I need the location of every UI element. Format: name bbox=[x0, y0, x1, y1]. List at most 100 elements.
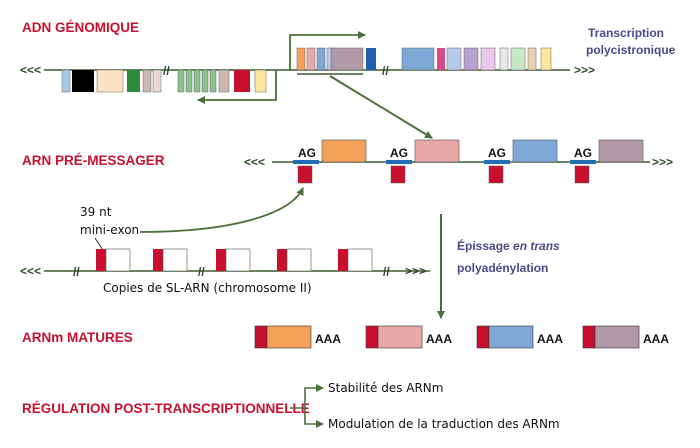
gene-box bbox=[193, 69, 201, 93]
mature-orange-body bbox=[266, 325, 312, 349]
outcome-stability: Stabilité des ARNm bbox=[328, 381, 443, 395]
genomic-right-chevrons: >>> bbox=[574, 63, 595, 77]
sl-mini-exon-box bbox=[574, 165, 590, 184]
gene-box bbox=[152, 69, 162, 93]
gene-blue-box bbox=[512, 139, 558, 163]
sl-white-part bbox=[225, 248, 251, 272]
genomic-to-premrna-arrow bbox=[329, 75, 433, 139]
poly-a-tail: AAA bbox=[643, 332, 669, 346]
mature-mauve-body bbox=[594, 325, 640, 349]
gene-box bbox=[185, 69, 193, 93]
gene-box bbox=[316, 47, 326, 71]
gene-mauve-box bbox=[598, 139, 644, 163]
mature-mrna-3: AAA bbox=[476, 325, 563, 349]
gene-box bbox=[401, 47, 435, 71]
gene-box bbox=[177, 69, 185, 93]
poly-a-tail: AAA bbox=[537, 332, 563, 346]
label-pre-messenger-rna: ARN PRÉ-MESSAGER bbox=[22, 153, 165, 168]
gene-box bbox=[330, 47, 364, 71]
sl-break-mark-2: // bbox=[198, 265, 205, 279]
gene-box bbox=[254, 69, 267, 93]
mature-sl-cap bbox=[254, 325, 268, 349]
gene-box bbox=[527, 47, 537, 71]
stability-branch-arrow bbox=[290, 384, 324, 409]
ag-site-label: AG bbox=[488, 146, 506, 160]
ag-site-label: AG bbox=[390, 146, 408, 160]
label-genomic-dna: ADN GÉNOMIQUE bbox=[22, 20, 139, 35]
splicing-label-line2: polyadénylation bbox=[457, 261, 548, 275]
transcription-label-line2: polycistronique bbox=[586, 43, 676, 57]
genomic-break-mark-1: // bbox=[163, 64, 170, 78]
gene-pink-box bbox=[414, 139, 460, 163]
mature-mrna-1: AAA bbox=[254, 325, 341, 349]
sl-red-part bbox=[153, 249, 163, 271]
genomic-left-chevrons: <<< bbox=[20, 63, 41, 77]
gene-orange-box bbox=[321, 139, 367, 163]
gene-box bbox=[306, 47, 316, 71]
gene-box bbox=[209, 69, 217, 93]
sl-white-part bbox=[347, 248, 373, 272]
gene-box bbox=[218, 69, 230, 93]
label-post-transcriptional-regulation: RÉGULATION POST-TRANSCRIPTIONNELLE bbox=[22, 401, 310, 416]
mature-mrna-2: AAA bbox=[365, 325, 452, 349]
sl-break-mark-3: // bbox=[383, 265, 390, 279]
splicing-label-line1: Épissage en trans bbox=[457, 238, 560, 253]
translation-branch-arrow bbox=[304, 408, 324, 428]
poly-a-tail: AAA bbox=[315, 332, 341, 346]
gene-box bbox=[499, 47, 509, 71]
mature-sl-cap bbox=[365, 325, 379, 349]
sl-red-part bbox=[216, 249, 226, 271]
mini-exon-label: mini-exon bbox=[80, 223, 139, 237]
premrna-unit-2: AG bbox=[386, 139, 460, 184]
sl-right-chevrons: >>> bbox=[405, 264, 426, 278]
gene-box bbox=[127, 70, 140, 92]
gene-box bbox=[72, 70, 94, 92]
ag-site-label: AG bbox=[298, 146, 316, 160]
ag-site-label: AG bbox=[574, 146, 592, 160]
mini-exon-pointer-line bbox=[94, 237, 104, 251]
gene-box bbox=[366, 48, 376, 70]
splice-acceptor-bar bbox=[484, 160, 510, 164]
sl-red-part bbox=[277, 249, 287, 271]
premrna-unit-4: AG bbox=[570, 139, 644, 184]
gene-box bbox=[96, 69, 124, 93]
gene-box bbox=[142, 69, 152, 93]
sl-break-mark-1: // bbox=[73, 265, 80, 279]
gene-box bbox=[234, 70, 250, 92]
mature-sl-cap bbox=[582, 325, 596, 349]
mature-sl-cap bbox=[476, 325, 490, 349]
gene-box bbox=[480, 47, 496, 71]
gene-box bbox=[463, 47, 479, 71]
sl-red-part bbox=[96, 249, 106, 271]
label-mature-mrna: ARNm MATURES bbox=[22, 330, 133, 345]
sl-red-part bbox=[338, 249, 348, 271]
mature-mrna-4: AAA bbox=[582, 325, 669, 349]
gene-box bbox=[540, 47, 552, 71]
premrna-unit-1: AG bbox=[293, 139, 367, 184]
mini-exon-transfer-arrow bbox=[139, 187, 304, 233]
splice-acceptor-bar bbox=[386, 160, 412, 164]
gene-box bbox=[510, 47, 526, 71]
poly-a-tail: AAA bbox=[426, 332, 452, 346]
genomic-break-mark-2: // bbox=[382, 64, 389, 78]
premrna-unit-3: AG bbox=[484, 139, 558, 184]
premrna-left-chevrons: <<< bbox=[244, 155, 265, 169]
transcription-label-line1: Transcription bbox=[588, 26, 664, 40]
sl-white-part bbox=[105, 248, 131, 272]
sl-mini-exon-box bbox=[390, 165, 406, 184]
sl-copies-caption: Copies de SL-ARN (chromosome II) bbox=[103, 281, 312, 295]
gene-box bbox=[437, 48, 445, 70]
sl-mini-exon-box bbox=[488, 165, 504, 184]
gene-box bbox=[201, 69, 209, 93]
mature-blue-body bbox=[488, 325, 534, 349]
splice-acceptor-bar bbox=[570, 160, 596, 164]
mini-exon-length-label: 39 nt bbox=[80, 205, 112, 219]
splice-acceptor-bar bbox=[293, 160, 319, 164]
upper-transcription-arrow bbox=[289, 31, 366, 70]
sl-white-part bbox=[162, 248, 188, 272]
upper-strand-gene-cluster bbox=[296, 47, 552, 71]
lower-transcription-arrow bbox=[197, 70, 277, 104]
gene-box bbox=[296, 47, 306, 71]
